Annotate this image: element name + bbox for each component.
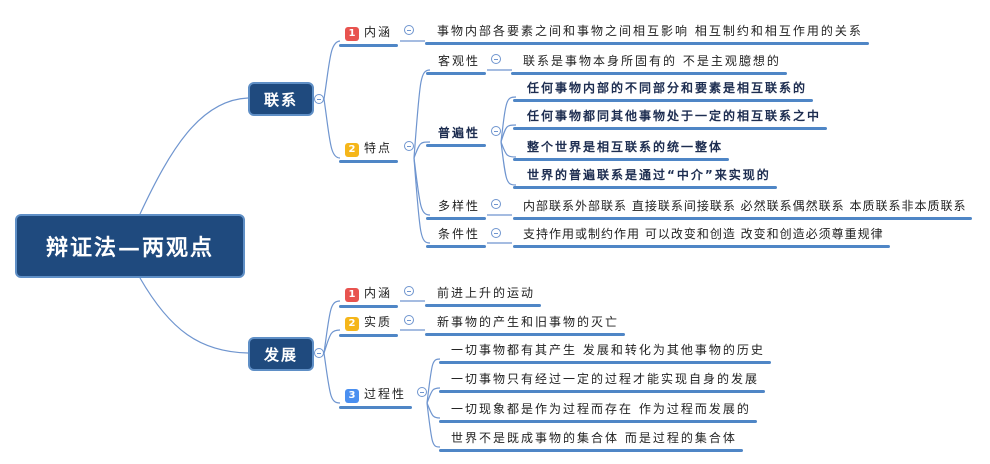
priority-badge: 2: [345, 143, 359, 157]
node-label: 内涵: [364, 25, 393, 39]
collapse-icon[interactable]: [404, 25, 414, 35]
leaf-text: 一切事物都有其产生 发展和转化为其他事物的历史: [451, 343, 765, 357]
leaf-text: 整个世界是相互联系的统一整体: [527, 140, 724, 154]
leaf-text: 世界的普遍联系是通过“中介”来实现的: [527, 168, 771, 182]
collapse-icon[interactable]: [491, 54, 501, 64]
collapse-icon[interactable]: [404, 286, 414, 296]
node-tiaojianxing[interactable]: 条件性: [426, 225, 487, 248]
node-tedian[interactable]: 2 特点: [339, 139, 399, 163]
leaf-pubianxing[interactable]: 世界的普遍联系是通过“中介”来实现的: [513, 166, 777, 189]
leaf-keguanxing[interactable]: 联系是事物本身所固有的 不是主观臆想的: [511, 52, 787, 75]
node-label: 特点: [364, 141, 393, 155]
leaf-tiaojianxing[interactable]: 支持作用或制约作用 可以改变和创造 改变和创造必须尊重规律: [513, 225, 890, 248]
node-lianxi-neihan[interactable]: 1 内涵: [339, 23, 399, 47]
collapse-icon[interactable]: [404, 141, 414, 151]
node-fazhan-neihan[interactable]: 1 内涵: [339, 284, 399, 308]
priority-badge: 1: [345, 27, 359, 41]
node-label: 多样性: [438, 199, 481, 213]
priority-badge: 2: [345, 317, 359, 331]
collapse-icon[interactable]: [491, 228, 501, 238]
leaf-text: 新事物的产生和旧事物的灭亡: [437, 315, 620, 329]
leaf-text: 一切事物只有经过一定的过程才能实现自身的发展: [451, 372, 760, 386]
node-label: 内涵: [364, 286, 393, 300]
collapse-icon[interactable]: [491, 199, 501, 209]
node-duoyangxing[interactable]: 多样性: [426, 197, 487, 220]
node-pubianxing[interactable]: 普遍性: [426, 124, 487, 147]
leaf-text: 一切现象都是作为过程而存在 作为过程而发展的: [451, 402, 751, 416]
node-label: 普遍性: [438, 126, 481, 140]
leaf-guochengxing[interactable]: 一切事物都有其产生 发展和转化为其他事物的历史: [439, 341, 771, 364]
leaf-guochengxing[interactable]: 一切事物只有经过一定的过程才能实现自身的发展: [439, 370, 766, 393]
leaf-pubianxing[interactable]: 任何事物内部的不同部分和要素是相互联系的: [513, 79, 814, 102]
node-label: 实质: [364, 315, 393, 329]
node-guochengxing[interactable]: 3 过程性: [339, 385, 413, 409]
collapse-icon[interactable]: [314, 348, 324, 358]
leaf-duoyangxing[interactable]: 内部联系外部联系 直接联系间接联系 必然联系偶然联系 本质联系非本质联系: [513, 197, 973, 220]
node-label: 条件性: [438, 227, 481, 241]
collapse-icon[interactable]: [491, 126, 501, 136]
priority-badge: 3: [345, 389, 359, 403]
leaf-lianxi-neihan[interactable]: 事物内部各要素之间和事物之间相互影响 相互制约和相互作用的关系: [425, 22, 869, 45]
node-lianxi[interactable]: 联系: [248, 82, 314, 116]
leaf-text: 任何事物内部的不同部分和要素是相互联系的: [527, 81, 808, 95]
leaf-fazhan-neihan[interactable]: 前进上升的运动: [425, 284, 542, 307]
leaf-text: 前进上升的运动: [437, 286, 536, 300]
leaf-guochengxing[interactable]: 世界不是既成事物的集合体 而是过程的集合体: [439, 429, 743, 452]
leaf-text: 联系是事物本身所固有的 不是主观臆想的: [523, 54, 781, 68]
leaf-pubianxing[interactable]: 整个世界是相互联系的统一整体: [513, 138, 730, 161]
collapse-icon[interactable]: [417, 387, 427, 397]
root-node[interactable]: 辩证法—两观点: [15, 214, 245, 278]
leaf-text: 支持作用或制约作用 可以改变和创造 改变和创造必须尊重规律: [523, 227, 884, 241]
node-fazhan[interactable]: 发展: [248, 337, 314, 371]
leaf-text: 世界不是既成事物的集合体 而是过程的集合体: [451, 431, 737, 445]
leaf-text: 任何事物都同其他事物处于一定的相互联系之中: [527, 109, 822, 123]
leaf-text: 事物内部各要素之间和事物之间相互影响 相互制约和相互作用的关系: [437, 24, 863, 38]
node-label: 客观性: [438, 54, 481, 68]
node-keguanxing[interactable]: 客观性: [426, 52, 487, 75]
node-shizhi[interactable]: 2 实质: [339, 313, 399, 337]
collapse-icon[interactable]: [314, 94, 324, 104]
leaf-guochengxing[interactable]: 一切现象都是作为过程而存在 作为过程而发展的: [439, 400, 757, 423]
leaf-shizhi[interactable]: 新事物的产生和旧事物的灭亡: [425, 313, 626, 336]
node-label: 过程性: [364, 387, 407, 401]
priority-badge: 1: [345, 288, 359, 302]
leaf-text: 内部联系外部联系 直接联系间接联系 必然联系偶然联系 本质联系非本质联系: [523, 199, 967, 213]
collapse-icon[interactable]: [404, 315, 414, 325]
leaf-pubianxing[interactable]: 任何事物都同其他事物处于一定的相互联系之中: [513, 107, 828, 130]
